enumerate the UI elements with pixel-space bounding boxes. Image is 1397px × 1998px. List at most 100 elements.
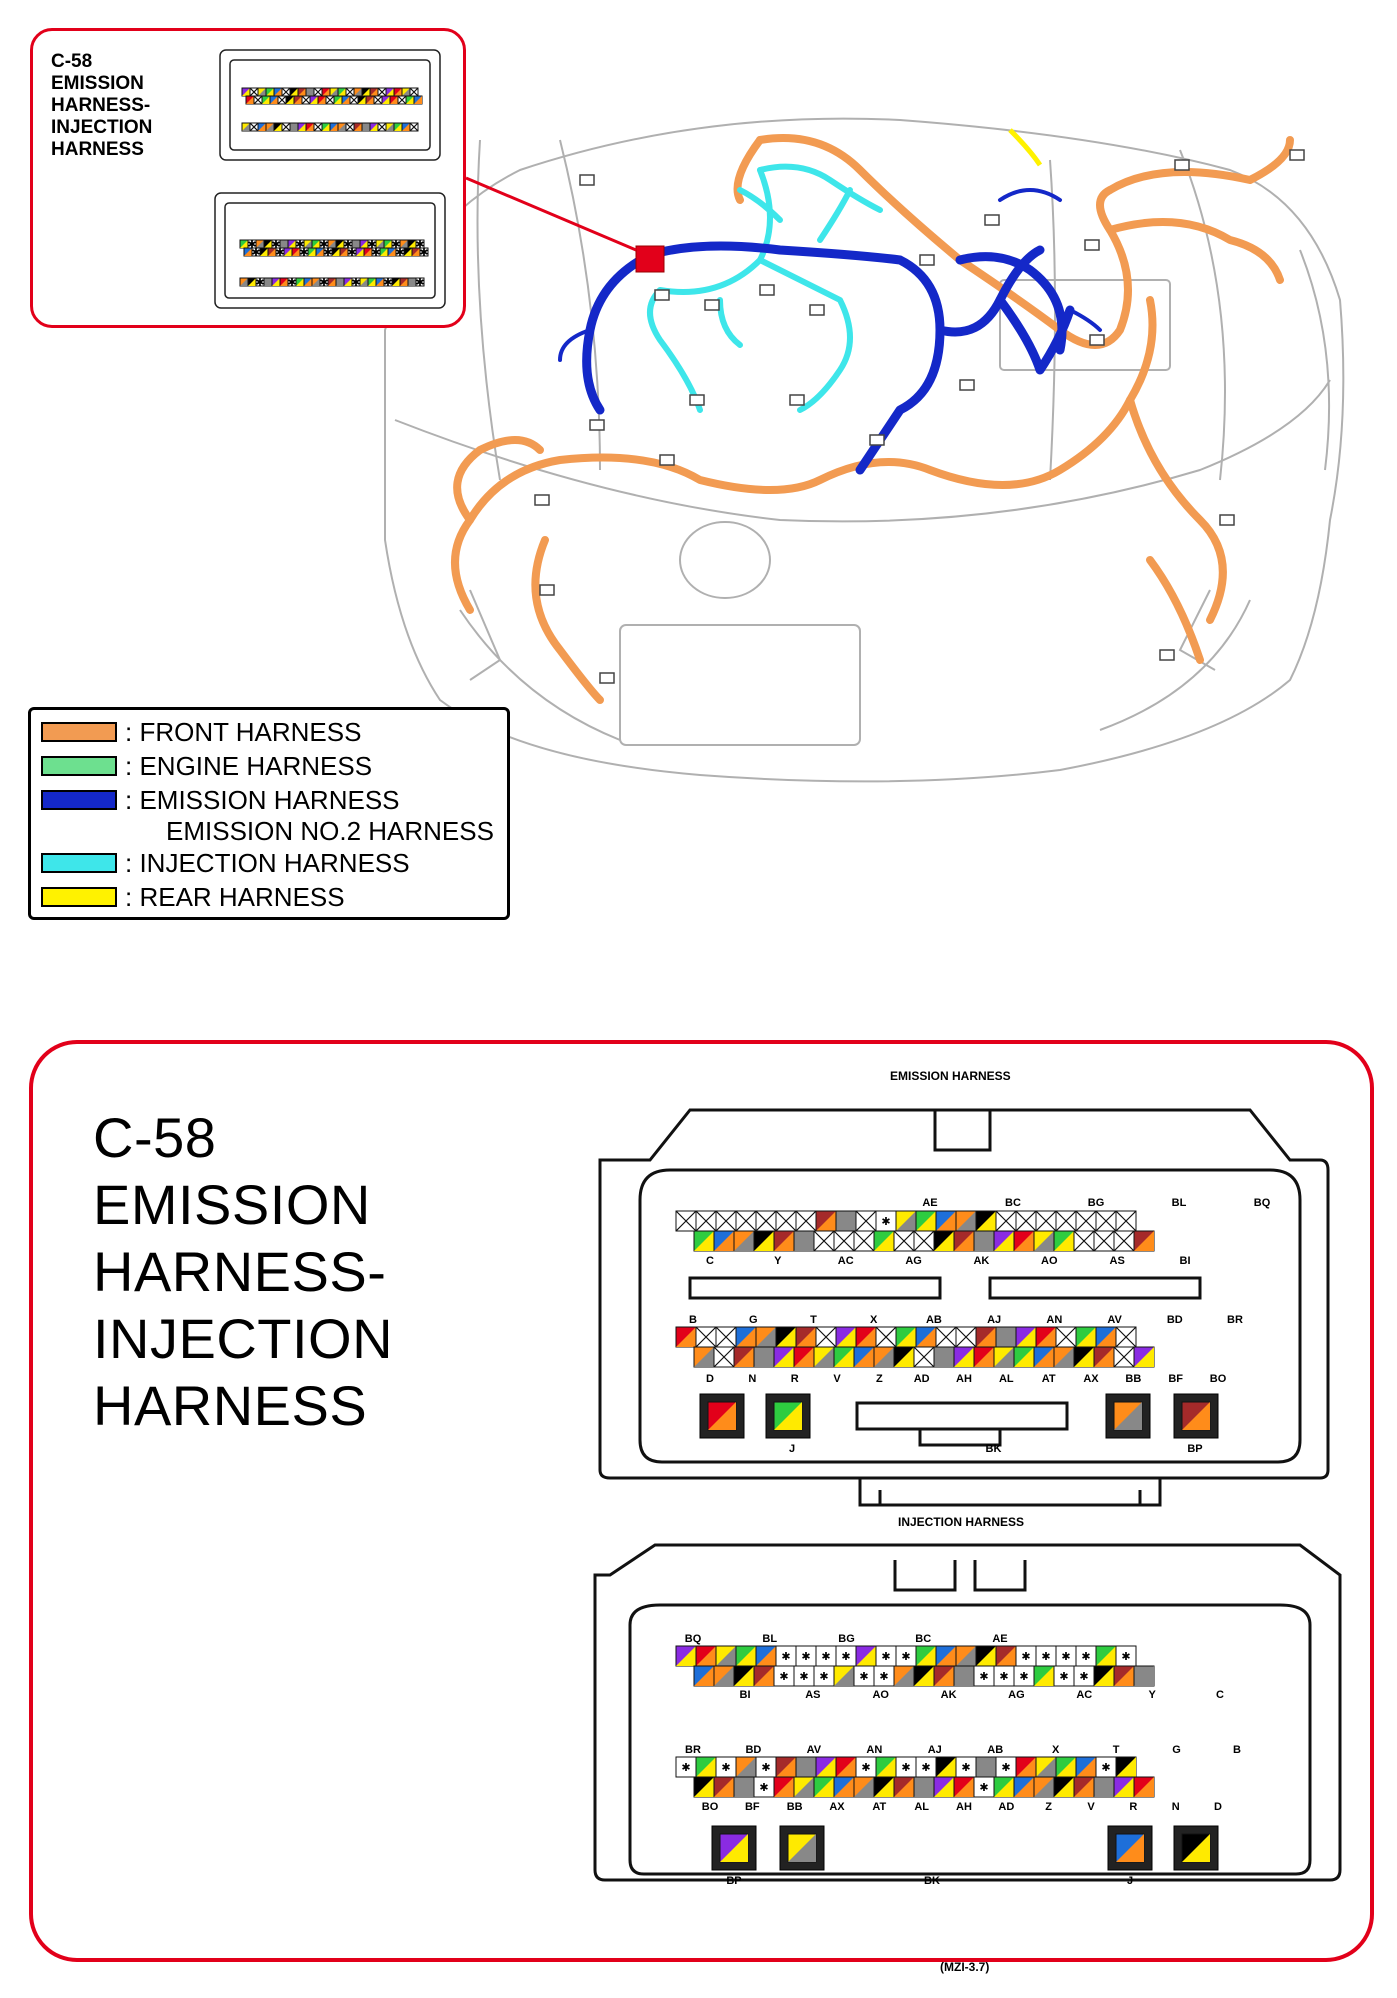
pin-stripe [956,1211,976,1231]
pin-stripe [816,1757,836,1777]
pin-stripe [272,278,280,286]
pin-stripe [1094,1777,1114,1797]
pin-label: N [748,1373,756,1385]
unused-pin-star: ✱ [979,1671,988,1683]
pin-stripe [376,240,384,248]
pin-stripe [694,1347,714,1367]
unused-pin-star: ✱ [681,1762,690,1774]
pin-stripe [1114,1777,1134,1797]
unused-pin-star: ✱ [859,1671,868,1683]
legend-row-injection: : INJECTION HARNESS [41,848,410,878]
pin-stripe [720,1834,748,1862]
unused-pin-star: ✱ [921,1762,930,1774]
legend-label-emission-no2: EMISSION NO.2 HARNESS [166,816,494,846]
unused-pin-star: ✱ [415,239,424,251]
pin-stripe [936,1211,956,1231]
pin-stripe [834,1347,854,1367]
pin-stripe [1096,1646,1116,1666]
empty-pin-mark [695,1210,717,1232]
unused-pin-star: ✱ [999,1671,1008,1683]
pin-stripe [408,240,416,248]
pin-stripe [954,1666,974,1686]
pin-label: AT [1042,1373,1056,1385]
pin-stripe [816,1211,836,1231]
empty-pin-mark [345,87,355,97]
pin-stripe [290,88,298,96]
pin-stripe [1134,1347,1154,1367]
unused-pin-star: ✱ [961,1762,970,1774]
empty-pin-mark [735,1210,757,1232]
pin-label: BO [1210,1373,1227,1385]
empty-pin-mark [913,1346,935,1368]
pin-stripe [1134,1777,1154,1797]
inset-connector-drawings: ✱✱✱✱✱✱✱✱✱✱✱✱✱✱✱✱✱✱✱✱✱✱ [214,49,446,309]
pin-stripe [736,1757,756,1777]
empty-pin-mark [377,87,387,97]
pin-stripe [356,248,364,256]
pin-stripe [794,1777,814,1797]
pin-stripe [288,240,296,248]
pin-stripe [240,240,248,248]
pin-stripe [716,1646,736,1666]
pin-stripe [994,1231,1014,1251]
legend-swatch-engine [41,756,117,776]
pin-stripe [258,88,266,96]
unused-pin-star: ✱ [1079,1671,1088,1683]
pin-stripe [386,123,394,131]
empty-pin-mark [313,87,323,97]
pin-label: AC [838,1255,854,1267]
pin-stripe [934,1231,954,1251]
pin-stripe [312,240,320,248]
unused-pin-star: ✱ [255,277,264,289]
pin-stripe [836,1211,856,1231]
empty-pin-mark [1113,1230,1135,1252]
empty-pin-mark [1055,1210,1077,1232]
pin-stripe [914,1777,934,1797]
pin-stripe [274,123,282,131]
pin-label: AG [1008,1689,1025,1701]
pin-label: AK [973,1255,989,1267]
pin-label: V [1087,1801,1095,1813]
pin-stripe [256,240,264,248]
pin-label: C [1216,1689,1224,1701]
empty-pin-mark [1115,1326,1137,1348]
pin-stripe [894,1347,914,1367]
pin-label: BO [702,1801,719,1813]
unused-pin-star: ✱ [287,277,296,289]
empty-pin-mark [373,95,383,105]
inset-title: C-58 EMISSION HARNESS- INJECTION HARNESS [51,51,153,160]
pin-stripe [896,1211,916,1231]
pin-stripe [402,88,410,96]
empty-pin-mark [253,95,263,105]
pin-stripe [916,1327,936,1347]
empty-pin-mark [893,1230,915,1252]
unused-pin-star: ✱ [251,247,260,259]
pin-stripe [676,1327,696,1347]
empty-pin-mark [249,87,259,97]
pin-stripe [312,278,320,286]
empty-pin-mark [875,1326,897,1348]
pin-stripe [336,240,344,248]
pin-stripe [382,96,390,104]
pin-stripe [404,248,412,256]
pin-stripe [974,1347,994,1367]
empty-pin-mark [853,1230,875,1252]
pin-stripe [330,123,338,131]
pin-stripe [330,88,338,96]
unused-pin-star: ✱ [901,1651,910,1663]
pin-stripe [308,248,316,256]
pin-stripe [954,1777,974,1797]
pin-stripe [244,248,252,256]
pin-label: R [1129,1801,1137,1813]
empty-pin-mark [855,1210,877,1232]
pin-stripe [734,1231,754,1251]
legend-label-engine: : ENGINE HARNESS [125,750,373,781]
pin-stripe [262,96,270,104]
empty-pin-mark [345,122,355,132]
pin-stripe [280,278,288,286]
pin-label: V [833,1373,841,1385]
pin-stripe [934,1777,954,1797]
pin-stripe [388,248,396,256]
unused-pin-star: ✱ [761,1762,770,1774]
pin-stripe [708,1402,736,1430]
